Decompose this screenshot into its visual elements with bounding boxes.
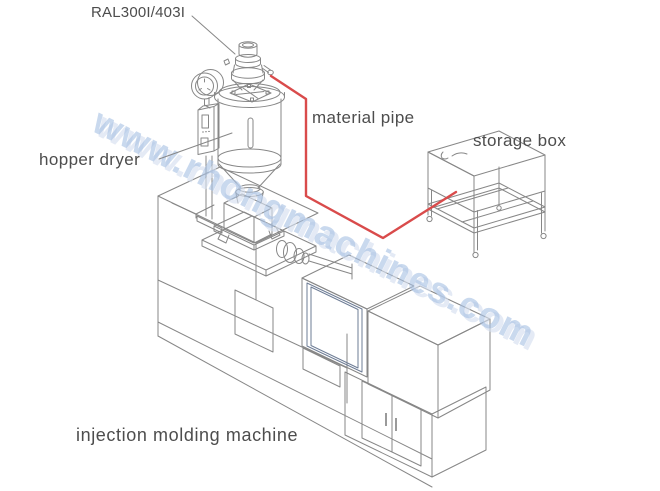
injection-nozzle — [276, 240, 353, 280]
control-box-leds — [202, 130, 210, 133]
control-box — [197, 103, 220, 155]
base-plate-bolts — [231, 84, 270, 102]
hopper-mount-assembly — [201, 193, 317, 277]
storage-box-casters — [426, 205, 547, 259]
storage-box-lid-slot — [451, 152, 468, 157]
clamp-box-right — [437, 318, 491, 419]
pedestal-top-notch — [171, 202, 215, 219]
gauge-bezel — [197, 69, 224, 96]
storage-box-right — [473, 154, 546, 213]
loader-base-plate — [229, 83, 272, 103]
front-panel-left — [234, 289, 274, 353]
dryer-lid-outer — [214, 86, 285, 108]
clamp-unit — [367, 285, 491, 419]
nozzle-disk-1 — [276, 240, 288, 258]
injection-molding-machine-label: injection molding machine — [76, 425, 298, 445]
base-bottom-edge — [157, 335, 433, 488]
dryer-outlet — [238, 184, 261, 193]
cabinet-front — [344, 371, 433, 478]
gauge-dial — [195, 76, 214, 96]
loader-left-fitting — [223, 58, 230, 66]
front-panel-middle — [302, 347, 341, 388]
cabinet-door-left — [361, 380, 393, 453]
nozzle-disk-3 — [293, 248, 305, 264]
support-bracket — [196, 155, 223, 234]
mold-unit — [301, 254, 415, 378]
mold-window-frame — [306, 282, 363, 373]
hopper-loader — [223, 41, 274, 103]
storage-box-label: storage box — [473, 131, 566, 150]
loader-model-leader-line — [191, 15, 236, 55]
caster-right — [540, 232, 547, 240]
control-box-body — [197, 103, 220, 155]
machine-cabinet — [344, 371, 487, 478]
loader-flange-1 — [235, 54, 261, 63]
loader-inlet-port — [267, 69, 274, 76]
caster-front — [472, 251, 479, 259]
cabinet-right-end — [431, 386, 487, 478]
pedestal-top-face — [157, 166, 319, 244]
base-plate-cross — [235, 87, 265, 99]
material-pipe-label: material pipe — [312, 108, 415, 127]
loader-body-sides — [232, 64, 264, 74]
stand-rail-upper — [427, 182, 546, 229]
nozzle-rod — [308, 253, 353, 280]
nozzle-tip — [301, 252, 310, 265]
caster-left — [426, 215, 433, 223]
hopper-dryer — [191, 69, 285, 234]
control-box-display — [201, 114, 209, 129]
stand-shelf-lines — [436, 187, 534, 223]
stand-leg-front — [473, 210, 478, 253]
storage-box-front — [427, 151, 475, 213]
throat-box — [223, 193, 273, 244]
mold-box-front — [301, 277, 368, 378]
stand-leg-left — [427, 187, 432, 217]
storage-box-lid-handle — [440, 151, 449, 160]
dryer-funnel — [235, 191, 264, 204]
loader-model-label: RAL300I/403I — [91, 4, 185, 21]
storage-box-stand — [426, 166, 547, 259]
pressure-gauge — [191, 69, 224, 109]
labels: RAL300I/403I hopper dryer material pipe … — [39, 4, 566, 445]
nozzle-disk-2 — [283, 242, 297, 263]
material-pipe-line — [269, 74, 458, 240]
gauge-ticks — [198, 78, 211, 91]
dryer-sight-window — [247, 117, 254, 149]
dryer-cone — [218, 163, 281, 189]
mount-bracket-left — [217, 230, 230, 244]
bracket-column — [205, 155, 213, 220]
mount-flange — [213, 211, 285, 251]
loader-cap-inner — [242, 42, 254, 48]
base-seam-upper — [157, 279, 348, 369]
loader-flange-2 — [231, 67, 265, 79]
stand-rail-lower — [427, 187, 546, 234]
machine-base — [157, 279, 433, 488]
bracket-foot — [196, 215, 223, 234]
hopper-dryer-leader-line — [158, 132, 233, 160]
hopper-dryer-label: hopper dryer — [39, 150, 140, 169]
cabinet-door-right — [391, 394, 422, 467]
storage-box — [426, 130, 547, 259]
loader-flange-2-rim — [231, 72, 265, 85]
base-plate-outline — [229, 83, 272, 103]
caster-back — [496, 205, 502, 211]
injection-molding-machine — [157, 166, 491, 488]
dryer-band-lower — [217, 157, 282, 174]
clamp-box-front — [367, 310, 439, 419]
mount-platform — [201, 215, 317, 277]
base-plinth-top — [157, 321, 433, 460]
